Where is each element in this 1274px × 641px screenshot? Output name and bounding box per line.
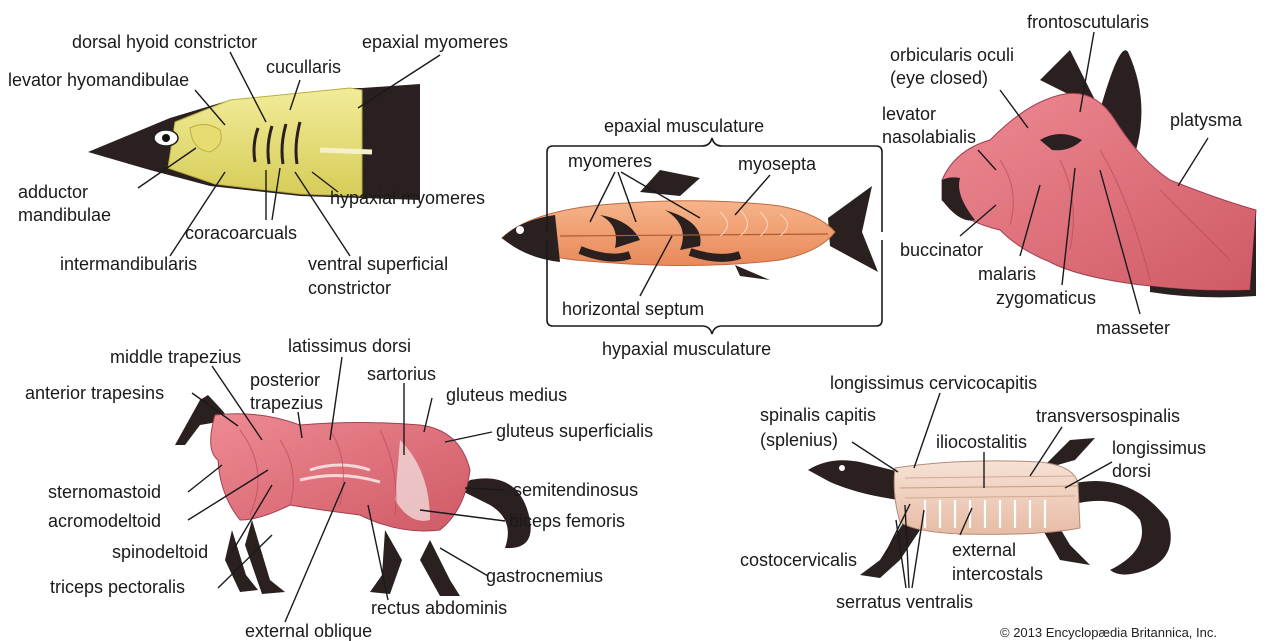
label-semitendinosus: semitendinosus xyxy=(513,480,638,500)
label-horizontal-septum: horizontal septum xyxy=(562,299,704,319)
label-rectus-abdominis: rectus abdominis xyxy=(371,598,507,618)
label-gastrocnemius: gastrocnemius xyxy=(486,566,603,586)
label-posterior: posterior xyxy=(250,370,320,390)
label-acromodeltoid: acromodeltoid xyxy=(48,511,161,531)
label-constrictor: constrictor xyxy=(308,278,391,298)
label-zygomaticus: zygomaticus xyxy=(996,288,1096,308)
label-splenius: (splenius) xyxy=(760,430,838,450)
label-hypaxial-musculature: hypaxial musculature xyxy=(602,339,771,359)
label-external-oblique: external oblique xyxy=(245,621,372,641)
label-mandibulae: mandibulae xyxy=(18,205,111,225)
label-biceps-femoris: biceps femoris xyxy=(509,511,625,531)
label-intermandibularis: intermandibularis xyxy=(60,254,197,274)
label-orbicularis-oculi: orbicularis oculi xyxy=(890,45,1014,65)
label-external: external xyxy=(952,540,1016,560)
label-sternomastoid: sternomastoid xyxy=(48,482,161,502)
fish-illustration xyxy=(502,170,878,280)
label-longissimus-cervicocapitis: longissimus cervicocapitis xyxy=(830,373,1037,393)
label-cucullaris: cucullaris xyxy=(266,57,341,77)
label-dorsal-hyoid-constrictor: dorsal hyoid constrictor xyxy=(72,32,257,52)
label-gluteus-medius: gluteus medius xyxy=(446,385,567,405)
label-gluteus-superficialis: gluteus superficialis xyxy=(496,421,653,441)
label-coracoarcuals: coracoarcuals xyxy=(185,223,297,243)
label-epaxial-myomeres: epaxial myomeres xyxy=(362,32,508,52)
label-levator-hyomandibulae: levator hyomandibulae xyxy=(8,70,189,90)
label-dorsi: dorsi xyxy=(1112,461,1151,481)
label-malaris: malaris xyxy=(978,264,1036,284)
label-hypaxial-myomeres: hypaxial myomeres xyxy=(330,188,485,208)
label-middle-trapezius: middle trapezius xyxy=(110,347,241,367)
label-triceps-pectoralis: triceps pectoralis xyxy=(50,577,185,597)
label-myomeres: myomeres xyxy=(568,151,652,171)
label-epaxial-musculature: epaxial musculature xyxy=(604,116,764,136)
label-intercostals: intercostals xyxy=(952,564,1043,584)
label-frontoscutularis: frontoscutularis xyxy=(1027,12,1149,32)
label-platysma: platysma xyxy=(1170,110,1243,130)
copyright-notice: © 2013 Encyclopædia Britannica, Inc. xyxy=(1000,625,1217,640)
label-longissimus: longissimus xyxy=(1112,438,1206,458)
label-ventral-superficial: ventral superficial xyxy=(308,254,448,274)
label-costocervicalis: costocervicalis xyxy=(740,550,857,570)
label-masseter: masseter xyxy=(1096,318,1170,338)
shark-illustration xyxy=(88,84,420,200)
label-latissimus-dorsi: latissimus dorsi xyxy=(288,336,411,356)
label-anterior-trapesins: anterior trapesins xyxy=(25,383,164,403)
label-spinodeltoid: spinodeltoid xyxy=(112,542,208,562)
label-trapezius: trapezius xyxy=(250,393,323,413)
label-serratus-ventralis: serratus ventralis xyxy=(836,592,973,612)
label-myosepta: myosepta xyxy=(738,154,817,174)
dog-head-illustration xyxy=(942,50,1256,297)
label-eye-closed: (eye closed) xyxy=(890,68,988,88)
label-adductor: adductor xyxy=(18,182,88,202)
label-nasolabialis: nasolabialis xyxy=(882,127,976,147)
label-spinalis-capitis: spinalis capitis xyxy=(760,405,876,425)
label-iliocostalitis: iliocostalitis xyxy=(936,432,1027,452)
label-buccinator: buccinator xyxy=(900,240,983,260)
label-levator: levator xyxy=(882,104,936,124)
label-transversospinalis: transversospinalis xyxy=(1036,406,1180,426)
label-sartorius: sartorius xyxy=(367,364,436,384)
